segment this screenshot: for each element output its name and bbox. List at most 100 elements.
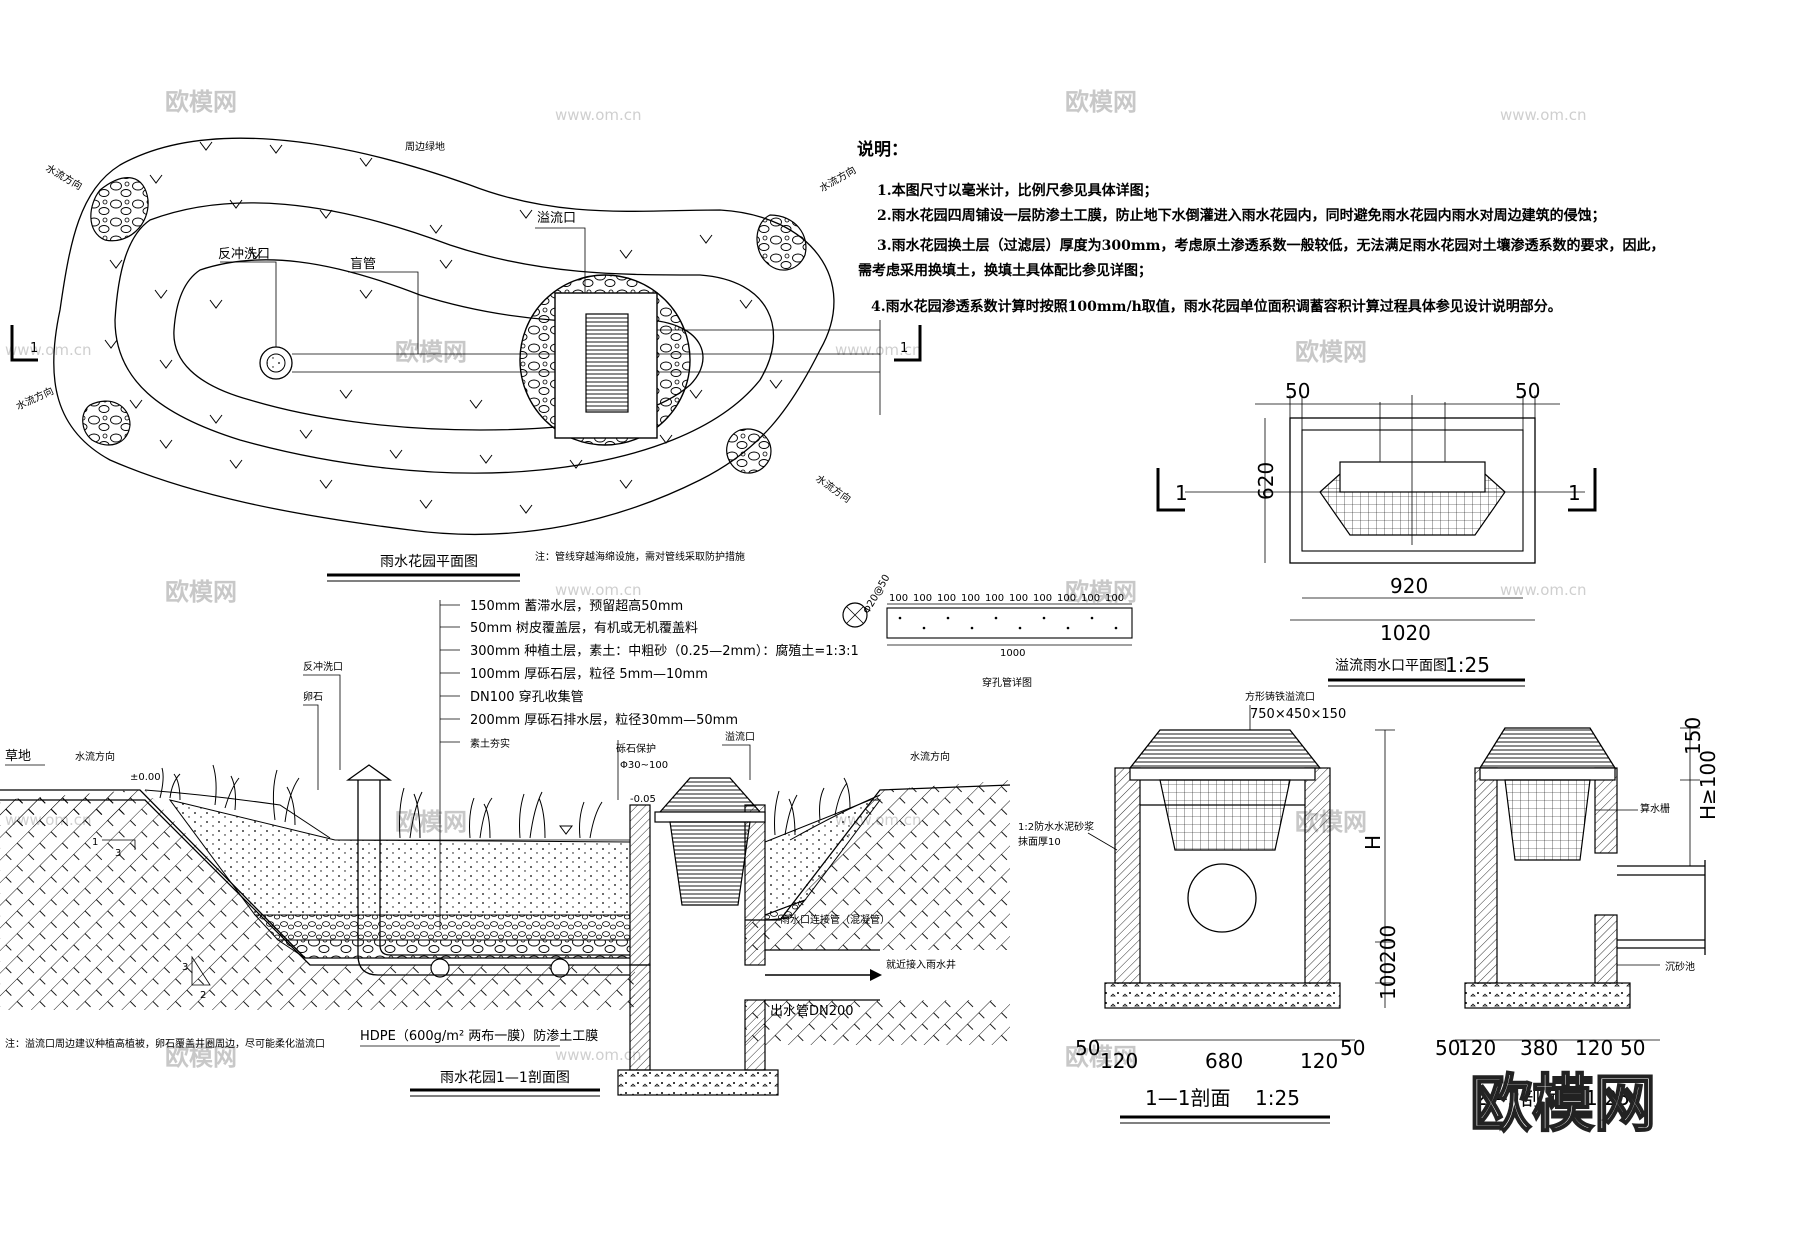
section-membrane-left: [0, 799, 630, 966]
section-layer-label: 300mm 种植土层，素土：中粗砂（0.25—2mm）：腐殖土=1:3:1: [470, 643, 859, 659]
plan-label-surrounding: 周边绿地: [405, 140, 445, 153]
plan-flow-markers: [104, 141, 783, 514]
s11-dim-50a: 50: [1075, 1036, 1100, 1060]
section-layer-label: 100mm 厚砾石层，粒径 5mm—10mm: [470, 667, 708, 682]
section-grate-basket: [669, 821, 751, 906]
section-elev0: ±0.00: [130, 772, 161, 783]
s11-grate-label: 方形铸铁溢流口: [1245, 690, 1315, 703]
section-label-flow: 水流方向: [75, 750, 115, 763]
section-layer-label: 50mm 树皮覆盖层，有机或无机覆盖料: [470, 621, 698, 636]
section-outlet-label: 出水管DN200: [770, 1004, 854, 1019]
s22-dim-h-label: H≥100: [1696, 750, 1720, 820]
pipe-detail-total: 1000: [1000, 648, 1025, 659]
watermark-url: www.om.cn: [1500, 581, 1587, 599]
section-rock-guard: 砾石保护: [616, 742, 656, 755]
s11-mortar-leader: [1087, 832, 1118, 851]
s22-base: [1464, 982, 1631, 1009]
plan-label-flow: 水流方向: [817, 163, 858, 194]
plan-overflow-leader: [535, 227, 586, 293]
plan-cut-mark-right: [894, 325, 922, 362]
section-overflow-pipe-label: 雨水口连接管（混凝管）: [780, 913, 890, 926]
section-flush-leader: [303, 674, 341, 770]
section-well-wall-lower: [629, 964, 651, 1071]
section-well-wall-right: [744, 804, 766, 966]
section-well-base: [617, 1069, 779, 1096]
s22-grate-dome: [1478, 727, 1617, 769]
watermark-logo: 欧模网: [1065, 1043, 1137, 1071]
pipe-detail-hole: Φ20@50: [861, 573, 892, 616]
section-soil-right: [745, 780, 1010, 950]
overflow-plan-dim-left: 50: [1285, 379, 1310, 403]
section-soil-bottom: [745, 1000, 1010, 1045]
notes-item-3: 3.雨水花园换土层（过滤层）厚度为300mm，考虑原土渗透系数一般较低，无法满足…: [877, 237, 1664, 254]
watermark-big-logo: 欧模网: [1470, 1067, 1656, 1140]
overflow-plan-dim-1020: 1020: [1380, 621, 1431, 645]
s11-mortar-2: 抹面厚10: [1018, 835, 1061, 848]
pipe-detail-spacing: 100: [937, 593, 956, 604]
notes-item-1: 1.本图尺寸以毫米计，比例尺参见具体详图；: [877, 182, 1158, 199]
section-rock-size: Φ30~100: [620, 760, 668, 771]
pipe-detail-spacing: 100: [913, 593, 932, 604]
watermark-url: www.om.cn: [1500, 106, 1587, 124]
section-mulch-right: [789, 794, 881, 841]
plan-label-overflow: 溢流口: [537, 211, 576, 226]
plan-label-flush: 反冲洗口: [218, 247, 270, 262]
s11-wall-left: [1114, 767, 1141, 984]
plan-stone-patch: [756, 214, 807, 271]
section-slope-mark-2: [191, 955, 211, 986]
overflow-plan-cut-label: 1: [1568, 481, 1581, 505]
overflow-plan: 1 1 50 50 620 920 1020 溢流雨水口平面图 1:25: [1156, 379, 1597, 687]
watermark-logo: 欧模网: [165, 578, 237, 606]
garden-section: 150mm 蓄滞水层，预留超高50mm 50mm 树皮覆盖层，有机或无机覆盖料 …: [0, 598, 1011, 1097]
s22-scale: 1:25: [1585, 1086, 1630, 1110]
plan-blind-pipe-leader: [348, 271, 419, 354]
pipe-detail-spacing: 100: [889, 593, 908, 604]
s11-dim-680: 680: [1205, 1049, 1243, 1073]
section-slope-mark: [102, 839, 136, 850]
s22-dim-50a: 50: [1435, 1036, 1460, 1060]
s11-mortar-1: 1:2防水水泥砂浆: [1018, 820, 1094, 833]
overflow-plan-dim-920: 920: [1390, 574, 1428, 598]
section-pebble-leader: [303, 704, 319, 790]
plan-cut-label: 1: [900, 341, 908, 356]
overflow-plan-inner: [1301, 429, 1524, 552]
section-well-wall-lower-right: [744, 999, 766, 1071]
section-water-level-marker: [559, 825, 573, 835]
section-grate-rim: [654, 811, 766, 823]
overflow-plan-riser: [1339, 461, 1486, 493]
pipe-detail-cross: [846, 606, 864, 624]
s11-outlet-pipe: [1187, 863, 1257, 933]
section-label-flow-right: 水流方向: [910, 750, 950, 763]
section-fine-gravel: [253, 914, 631, 941]
plan-flush-inner: [266, 353, 286, 373]
notes-heading: 说明：: [857, 139, 908, 160]
inlet-section-22: 算水栅 沉砂池 150 H≥100 50 120 380 120 50 2—2剖…: [1435, 717, 1720, 1110]
s22-dim-120b: 120: [1575, 1036, 1613, 1060]
overflow-plan-dim-620: 620: [1254, 462, 1278, 500]
pipe-detail-spacing: 100: [1033, 593, 1052, 604]
overflow-plan-cut-right: [1568, 468, 1597, 512]
plan-label-blind-pipe: 盲管: [350, 256, 376, 272]
plan-cut-label: 1: [30, 341, 38, 356]
section-layer-label: 素土夯实: [470, 737, 510, 750]
section-grate-dome: [658, 777, 762, 813]
section-title: 雨水花园1—1剖面图: [440, 1070, 570, 1086]
s22-wall-right-upper: [1594, 767, 1618, 854]
section-layer-label: DN100 穿孔收集管: [470, 689, 584, 705]
s11-grate-basket: [1159, 779, 1291, 851]
s22-grate-basket: [1504, 779, 1591, 861]
s11-dim-120a: 120: [1100, 1049, 1138, 1073]
pipe-detail-body: [886, 607, 1133, 639]
s11-dim-200: 200: [1376, 925, 1400, 963]
pipe-detail-spacing: 100: [1057, 593, 1076, 604]
watermark-logo: 欧模网: [395, 808, 467, 836]
overflow-plan-dim-right: 50: [1515, 379, 1540, 403]
section-label-flush: 反冲洗口: [303, 660, 343, 673]
section-slope-3: 3: [115, 848, 121, 859]
s11-wall-right: [1304, 767, 1331, 984]
watermark-logo: 欧模网: [1065, 88, 1137, 116]
watermark-url: www.om.cn: [555, 106, 642, 124]
pipe-detail-spacing: 100: [1009, 593, 1028, 604]
inlet-section-11: 方形铸铁溢流口 750×450×150 1:2防水水泥砂浆 抹面厚10 H 20…: [1018, 690, 1400, 1124]
watermark-logo: 欧模网: [395, 338, 467, 366]
